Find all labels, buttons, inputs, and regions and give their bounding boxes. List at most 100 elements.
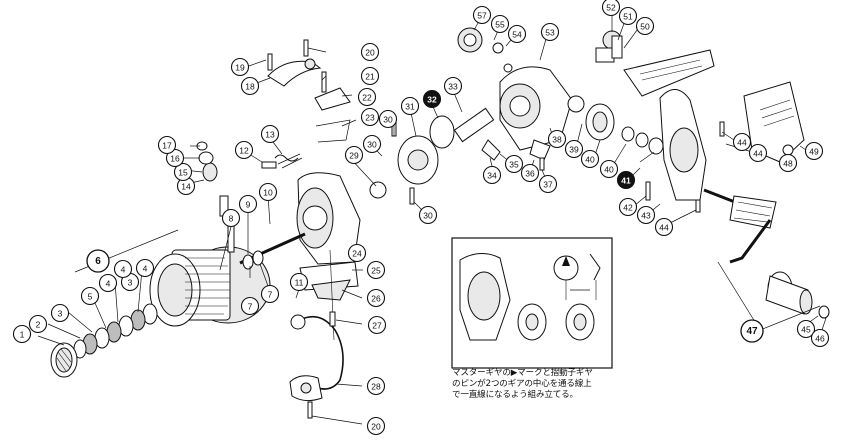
callout-16: 16 [165, 148, 185, 168]
callout-circle [400, 96, 420, 116]
callout-number: 44 [659, 223, 669, 233]
callout-number: 43 [641, 211, 651, 221]
callout-24: 24 [347, 243, 367, 263]
callout-circle [504, 154, 524, 174]
shaft-drawing [196, 53, 306, 270]
callout-number: 7 [268, 290, 273, 300]
callout-number: 45 [801, 325, 811, 335]
callout-number: 42 [623, 203, 633, 213]
callout-number: 44 [737, 138, 747, 148]
callout-number: 14 [181, 182, 191, 192]
callout-3: 3 [50, 303, 70, 323]
callout-circle [360, 107, 380, 127]
callout-40: 40 [580, 149, 600, 169]
handle-drawing [703, 188, 830, 319]
callout-circle [360, 66, 380, 86]
callout-number: 44 [753, 149, 763, 159]
callout-circle [564, 139, 584, 159]
callout-2: 2 [28, 314, 48, 334]
callout-54: 54 [507, 24, 527, 44]
callout-number: 37 [543, 180, 553, 190]
callout-circle [234, 140, 254, 160]
callout-4: 4 [135, 258, 155, 278]
callout-13: 13 [260, 124, 280, 144]
callout-circle [260, 124, 280, 144]
callout-number: 22 [362, 93, 372, 103]
callout-circle [618, 6, 638, 26]
callout-circle [422, 89, 442, 109]
callout-circle [472, 5, 492, 25]
callout-circle [618, 197, 638, 217]
callout-circle [12, 324, 32, 344]
callout-circle [748, 143, 768, 163]
callout-52: 52 [601, 0, 621, 17]
callout-49: 49 [804, 141, 824, 161]
callout-number: 26 [371, 294, 381, 304]
callout-31: 31 [400, 96, 420, 116]
callout-circle [601, 0, 621, 17]
callout-circle [50, 303, 70, 323]
callout-15: 15 [173, 162, 193, 182]
assembly-note-line: のピンが2つのギアの中心を通る線上 [452, 379, 592, 389]
callout-38: 38 [547, 129, 567, 149]
body-drawing [623, 49, 805, 201]
callout-44: 44 [654, 217, 674, 237]
callout-number: 17 [162, 141, 172, 151]
callout-circle [165, 148, 185, 168]
callout-number: 20 [365, 48, 375, 58]
callout-number: 23 [365, 113, 375, 123]
callout-number: 31 [405, 102, 415, 112]
callout-number: 34 [487, 171, 497, 181]
callout-number: 46 [815, 334, 825, 344]
callout-number: 15 [178, 168, 188, 178]
callout-number: 39 [569, 145, 579, 155]
callout-number: 4 [121, 265, 126, 275]
callout-circle [135, 258, 155, 278]
callout-5: 5 [80, 286, 100, 306]
callout-21: 21 [360, 66, 380, 86]
callout-39: 39 [564, 139, 584, 159]
callout-17: 17 [157, 135, 177, 155]
callout-number: 3 [128, 278, 133, 288]
callout-35: 35 [504, 154, 524, 174]
callout-circle [367, 315, 387, 335]
callout-50: 50 [635, 16, 655, 36]
callout-circle [362, 134, 382, 154]
spool-drawing [50, 246, 271, 378]
callout-4: 4 [113, 259, 133, 279]
callout-circle [238, 194, 258, 214]
callout-number: 9 [246, 200, 251, 210]
callout-34: 34 [482, 165, 502, 185]
callout-number: 30 [367, 140, 377, 150]
callout-30: 30 [418, 205, 438, 225]
callout-circle [260, 284, 280, 304]
callout-circle [538, 174, 558, 194]
callout-number: 4 [143, 264, 148, 274]
callout-circle [796, 319, 816, 339]
callout-number: 4 [106, 279, 111, 289]
callout-44: 44 [748, 143, 768, 163]
callout-number: 32 [427, 95, 437, 105]
callout-40: 40 [599, 159, 619, 179]
callout-number: 40 [585, 155, 595, 165]
callout-circle [80, 286, 100, 306]
callout-32: 32 [422, 89, 442, 109]
callout-circle [778, 153, 798, 173]
callout-circle [540, 22, 560, 42]
callout-47: 47 [740, 319, 764, 343]
callout-circle [740, 319, 764, 343]
callout-number: 27 [372, 321, 382, 331]
callout-number: 47 [746, 326, 758, 337]
gearbox-drawing [369, 27, 585, 205]
callout-circle [616, 170, 636, 190]
callout-circle [654, 217, 674, 237]
callout-number: 20 [371, 422, 381, 432]
callout-number: 16 [170, 154, 180, 164]
callout-number: 29 [349, 151, 359, 161]
callout-circle [240, 296, 260, 316]
callout-circle [366, 416, 386, 436]
callout-circle [173, 162, 193, 182]
callout-25: 25 [366, 260, 386, 280]
